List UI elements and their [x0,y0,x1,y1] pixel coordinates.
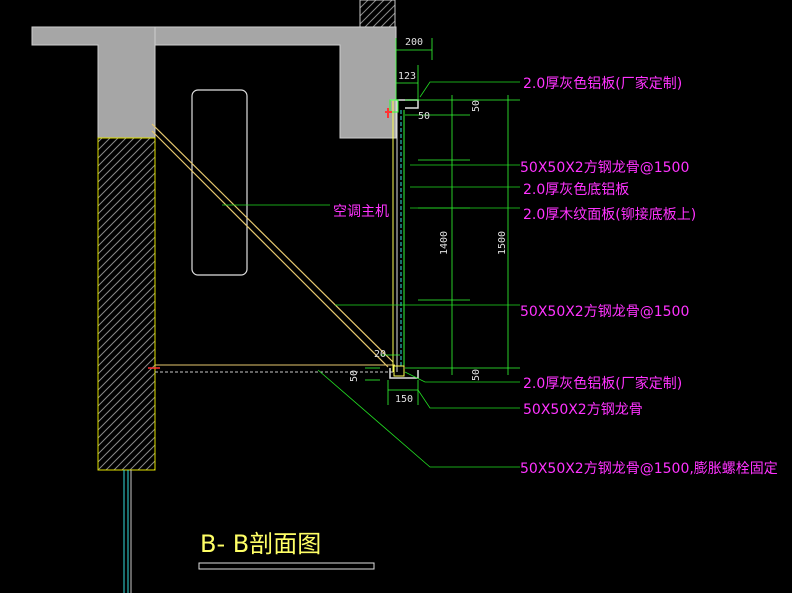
callout-wood-panel: 2.0厚木纹面板(铆接底板上) [523,206,696,223]
callout-steel-keel-bolt: 50X50X2方钢龙骨@1500,膨胀螺栓固定 [520,460,778,477]
dim-123: 123 [398,71,416,82]
dim-20: 20 [374,349,386,360]
bottom-trim [389,368,419,379]
wall-hatch-column [97,137,156,471]
callout-steel-keel-mid: 50X50X2方钢龙骨@1500 [520,304,689,320]
dim-50-bottom-right: 50 [471,369,482,381]
drawing-title: B- B剖面图 [200,530,321,558]
callout-aluminium-bottom: 2.0厚灰色铝板(厂家定制) [523,375,682,392]
title-underline [198,562,375,570]
dim-50-bottom-left: 50 [349,370,360,382]
dim-50-left: 50 [418,111,430,122]
dim-1400: 1400 [439,231,450,255]
top-trim [390,99,419,109]
concrete-slab [31,26,397,139]
ac-unit-label: 空调主机 [333,204,389,220]
callout-aluminium-top: 2.0厚灰色铝板(厂家定制) [523,75,682,92]
bottom-trim-block [393,365,405,377]
top-trim-block [389,99,399,113]
diagonal-brace [151,130,389,368]
callout-steel-keel-top: 50X50X2方钢龙骨@1500 [520,160,689,176]
dim-50-right-top: 50 [471,100,482,112]
callout-base-aluminium: 2.0厚灰色底铝板 [523,181,629,198]
callout-steel-keel-bottom: 50X50X2方钢龙骨 [523,402,643,418]
dim-150: 150 [395,394,413,405]
diagonal-brace [151,123,394,363]
dim-200: 200 [405,37,423,48]
leader-lines [222,81,520,468]
wall-hatch-top [359,0,396,28]
ac-unit-outline [191,89,248,276]
dim-1500: 1500 [497,231,508,255]
